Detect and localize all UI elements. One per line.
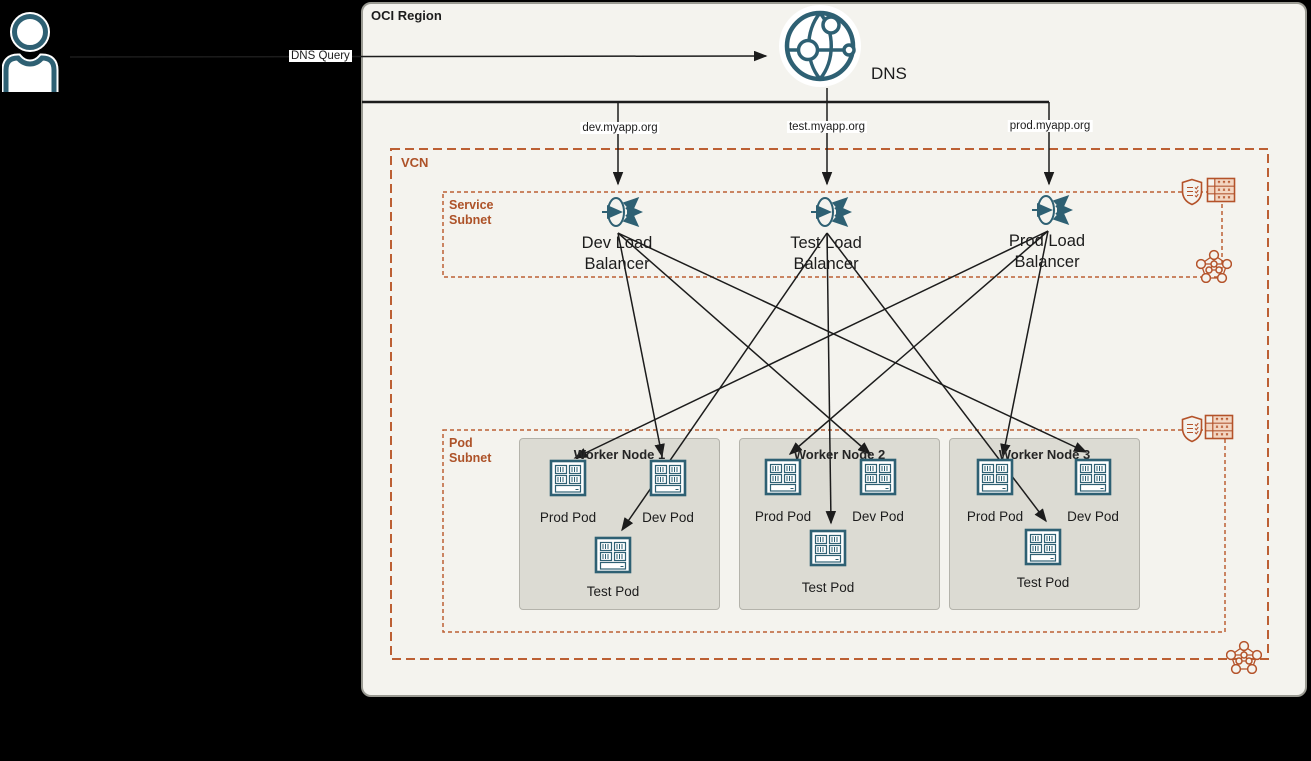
test-load-balancer-icon xyxy=(810,191,856,233)
wn2-dev-pod-label: Dev Pod xyxy=(852,509,904,524)
prod-load-balancer-label: Prod Load Balancer xyxy=(1008,232,1086,271)
pod-icon xyxy=(1074,458,1112,496)
pod-icon xyxy=(859,458,897,496)
wn1-prod-pod-label: Prod Pod xyxy=(539,510,597,525)
wn3-prod-pod-label: Prod Pod xyxy=(966,509,1024,524)
worker-node-3-title: Worker Node 3 xyxy=(998,447,1091,462)
pod-icon xyxy=(594,536,632,574)
pod-icon xyxy=(1024,528,1062,566)
cluster-icon xyxy=(1196,249,1232,283)
wn3-test-pod-label: Test Pod xyxy=(1016,575,1070,590)
cluster-icon xyxy=(1226,640,1262,674)
wn1-test-pod-label: Test Pod xyxy=(586,584,640,599)
pod-subnet-label: Pod Subnet xyxy=(449,436,492,465)
prod-domain-label: prod.myapp.org xyxy=(1007,120,1093,132)
wn2-prod-pod-label: Prod Pod xyxy=(754,509,812,524)
route-table-icon xyxy=(1204,413,1234,441)
wn3-dev-pod-label: Dev Pod xyxy=(1067,509,1119,524)
security-list-icon xyxy=(1180,415,1204,443)
dev-load-balancer-icon xyxy=(601,191,647,233)
pod-icon xyxy=(764,458,802,496)
wn2-test-pod-label: Test Pod xyxy=(801,580,855,595)
dns-globe-icon xyxy=(778,4,862,88)
user-icon xyxy=(2,6,64,92)
dns-label: DNS xyxy=(871,64,907,83)
pod-icon xyxy=(649,459,687,497)
dns-query-label: DNS Query xyxy=(289,50,352,62)
pod-icon xyxy=(549,459,587,497)
service-subnet-label: Service Subnet xyxy=(449,198,494,227)
dev-domain-label: dev.myapp.org xyxy=(580,122,660,134)
security-list-icon xyxy=(1180,178,1204,206)
route-table-icon xyxy=(1206,176,1236,204)
worker-node-1-title: Worker Node 1 xyxy=(573,447,666,462)
test-load-balancer-label: Test Load Balancer xyxy=(790,234,862,273)
pod-icon xyxy=(809,529,847,567)
pod-icon xyxy=(976,458,1014,496)
worker-node-2-title: Worker Node 2 xyxy=(793,447,886,462)
vcn-label: VCN xyxy=(401,155,429,170)
prod-load-balancer-icon xyxy=(1031,189,1077,231)
test-domain-label: test.myapp.org xyxy=(786,121,868,133)
dev-load-balancer-label: Dev Load Balancer xyxy=(581,234,653,273)
oci-region-title: OCI Region xyxy=(371,8,442,23)
wn1-dev-pod-label: Dev Pod xyxy=(642,510,694,525)
